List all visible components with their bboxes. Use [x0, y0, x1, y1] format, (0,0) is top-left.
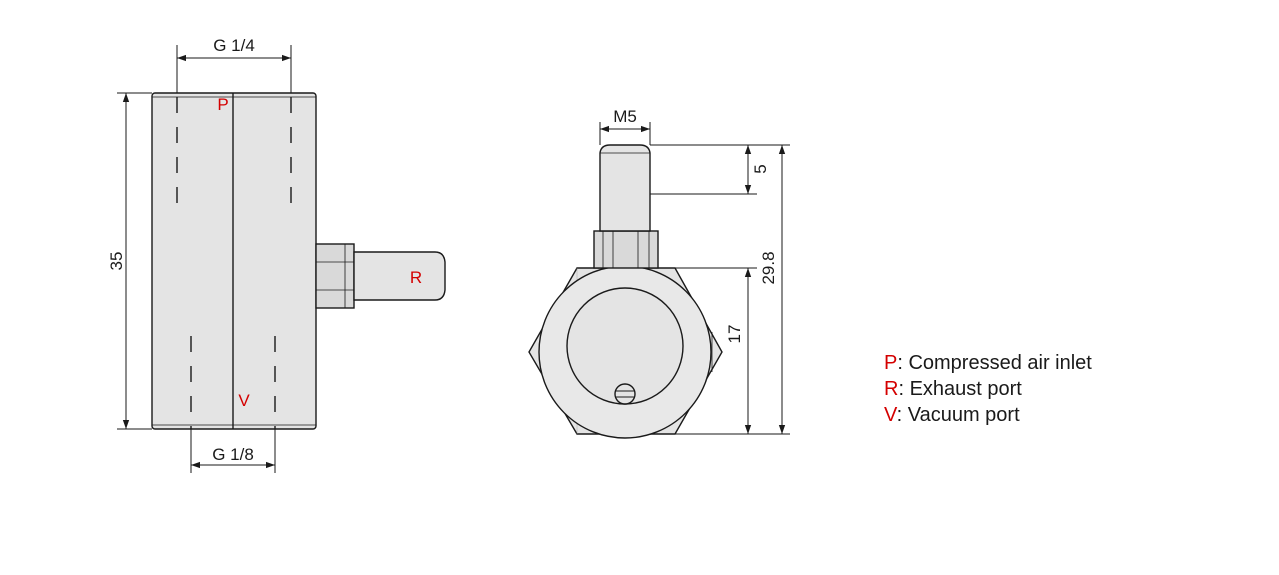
exhaust-pin [353, 251, 446, 301]
front-view [528, 122, 790, 439]
port-legend: P: Compressed air inlet R: Exhaust port … [884, 350, 1092, 428]
dim-label-g18: G 1/8 [212, 445, 254, 464]
dim-label-g14: G 1/4 [213, 36, 255, 55]
screw-head [614, 383, 636, 405]
dim-label-17: 17 [725, 325, 744, 344]
port-label-p: P [217, 95, 228, 114]
dim-label-35: 35 [107, 252, 126, 271]
exhaust-nut [315, 243, 355, 309]
legend-text: : Vacuum port [896, 404, 1020, 426]
legend-text: : Exhaust port [898, 378, 1022, 400]
collar-nut [593, 230, 659, 269]
side-view [117, 45, 446, 473]
legend-key: P [884, 352, 898, 374]
legend-item-v: V: Vacuum port [884, 402, 1092, 428]
body-block [151, 92, 317, 430]
legend-key: V [884, 404, 897, 426]
legend-key: R [884, 378, 899, 400]
legend-item-r: R: Exhaust port [884, 376, 1092, 402]
port-label-v: V [238, 391, 250, 410]
dim-label-5: 5 [751, 164, 770, 173]
m5-pin [599, 144, 651, 232]
port-label-r: R [410, 268, 422, 287]
legend-item-p: P: Compressed air inlet [884, 350, 1092, 376]
legend-text: : Compressed air inlet [897, 352, 1092, 374]
dim-label-29-8: 29.8 [759, 251, 778, 284]
dim-label-m5: M5 [613, 107, 637, 126]
